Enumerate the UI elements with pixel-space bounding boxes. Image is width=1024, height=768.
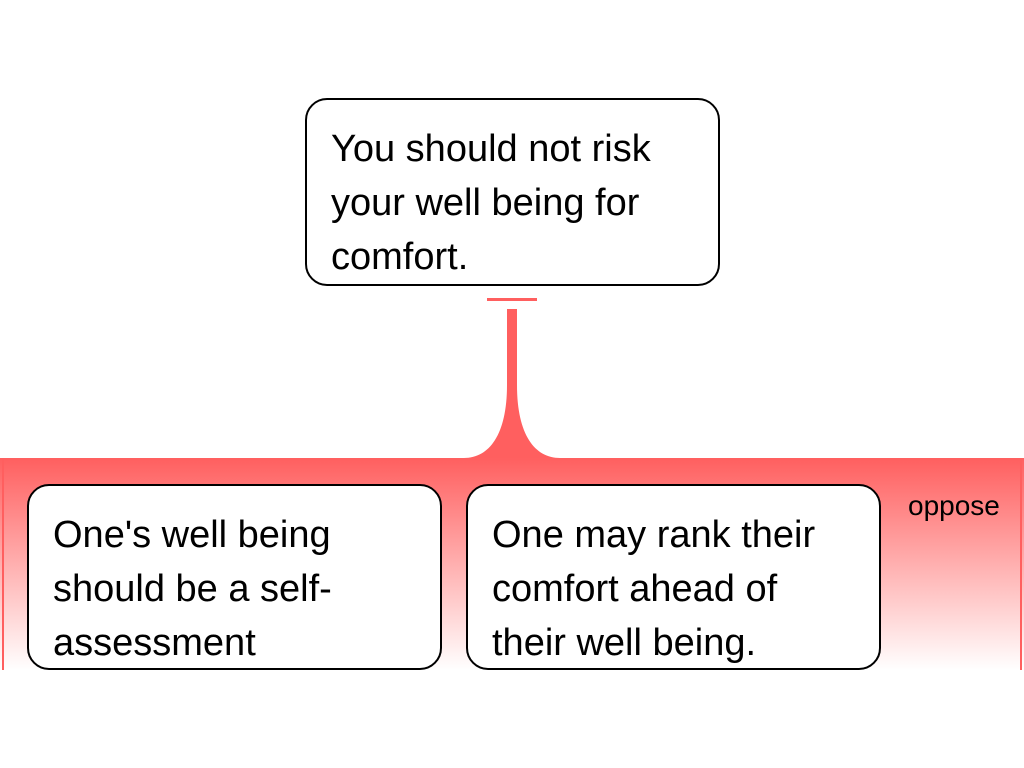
relation-label: oppose xyxy=(908,490,1000,521)
premise-text: One may rank their comfort ahead of thei… xyxy=(492,514,816,664)
premise-node[interactable]: One may rank their comfort ahead of thei… xyxy=(466,484,881,670)
claim-text: You should not risk your well being for … xyxy=(331,128,651,278)
oppose-band-right-edge xyxy=(1020,458,1022,670)
oppose-stem xyxy=(464,309,560,458)
premise-node[interactable]: One's well being should be a self-assess… xyxy=(27,484,442,670)
oppose-band-left-edge xyxy=(2,458,4,670)
claim-node[interactable]: You should not risk your well being for … xyxy=(305,98,720,286)
premise-text: One's well being should be a self-assess… xyxy=(53,514,332,664)
oppose-marker xyxy=(487,298,537,301)
